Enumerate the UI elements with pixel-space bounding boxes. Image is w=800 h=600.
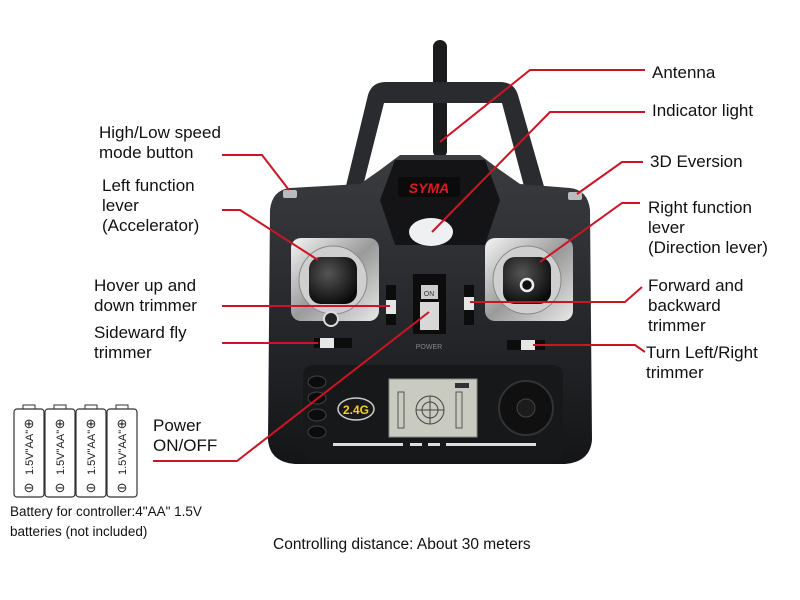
svg-text:⊖: ⊖ bbox=[86, 480, 97, 495]
turn-trimmer[interactable] bbox=[521, 340, 535, 350]
leader-indicator bbox=[431, 111, 645, 233]
leader-left-lever bbox=[222, 209, 319, 261]
ok-button[interactable] bbox=[516, 398, 536, 418]
3d-eversion-button[interactable] bbox=[568, 192, 582, 200]
leader-3d-eversion bbox=[576, 161, 643, 195]
speed-mode-button[interactable] bbox=[283, 190, 297, 198]
battery: ⊕ ⊖ 1.5V"AA" bbox=[106, 404, 138, 498]
leader-speed-button bbox=[222, 154, 290, 191]
battery-note: Battery for controller:4"AA" 1.5V batteri… bbox=[10, 502, 202, 542]
distance-note: Controlling distance: About 30 meters bbox=[273, 535, 531, 555]
svg-text:⊕: ⊕ bbox=[55, 416, 66, 431]
battery: ⊕ ⊖ 1.5V"AA" bbox=[13, 404, 45, 498]
label-line: lever bbox=[648, 218, 685, 237]
note-line: Battery for controller:4"AA" 1.5V bbox=[10, 504, 202, 519]
label-line: down trimmer bbox=[94, 296, 197, 315]
label-line: Power bbox=[153, 416, 202, 435]
leader-power bbox=[153, 311, 430, 462]
label-line: (Accelerator) bbox=[102, 216, 200, 235]
label-line: (Direction lever) bbox=[648, 238, 768, 257]
note-line: Controlling distance: About 30 meters bbox=[273, 536, 531, 553]
label-line: High/Low speed bbox=[99, 123, 221, 142]
svg-text:⊕: ⊕ bbox=[86, 416, 97, 431]
leader-antenna bbox=[439, 69, 645, 143]
leader-turn-trimmer bbox=[533, 344, 646, 353]
label-line: lever bbox=[102, 196, 139, 215]
label-line: trimmer bbox=[648, 316, 706, 335]
svg-text:1.5V"AA": 1.5V"AA" bbox=[24, 430, 36, 475]
label-line: Turn Left/Right bbox=[646, 343, 758, 362]
leader-fwd-trimmer bbox=[470, 286, 643, 303]
svg-text:⊖: ⊖ bbox=[55, 480, 66, 495]
power-switch[interactable] bbox=[420, 302, 439, 330]
svg-text:1.5V"AA": 1.5V"AA" bbox=[55, 430, 67, 475]
forward-backward-trimmer[interactable] bbox=[464, 297, 474, 310]
label-line: mode button bbox=[99, 143, 194, 162]
leader-lines bbox=[153, 69, 646, 462]
sideward-trimmer[interactable] bbox=[320, 338, 334, 348]
label-line: Antenna bbox=[652, 63, 716, 82]
svg-text:⊖: ⊖ bbox=[117, 480, 128, 495]
label-line: Sideward fly bbox=[94, 323, 187, 342]
handle bbox=[345, 82, 545, 190]
label-line: Right function bbox=[648, 198, 752, 217]
indicator-light bbox=[409, 218, 453, 246]
label-line: Left function bbox=[102, 176, 195, 195]
svg-text:⊕: ⊕ bbox=[117, 416, 128, 431]
svg-text:1.5V"AA": 1.5V"AA" bbox=[117, 430, 129, 475]
label-indicator-light: Indicator light bbox=[652, 101, 753, 121]
brand-logo: SYMA bbox=[409, 180, 449, 196]
label-line: Indicator light bbox=[652, 101, 754, 120]
label-line: Hover up and bbox=[94, 276, 197, 295]
switch-on-text: ON bbox=[424, 291, 435, 298]
svg-text:⊖: ⊖ bbox=[24, 480, 35, 495]
batteries: ⊕ ⊖ 1.5V"AA" ⊕ ⊖ 1.5V"AA" ⊕ ⊖ 1.5V"AA" ⊕… bbox=[13, 404, 138, 498]
label-line: trimmer bbox=[646, 363, 704, 382]
svg-text:1.5V"AA": 1.5V"AA" bbox=[86, 430, 98, 475]
label-antenna: Antenna bbox=[652, 63, 715, 83]
battery: ⊕ ⊖ 1.5V"AA" bbox=[75, 404, 107, 498]
label-line: Forward and bbox=[648, 276, 744, 295]
power-text: POWER bbox=[416, 344, 442, 351]
left-function-lever[interactable] bbox=[309, 257, 357, 304]
svg-text:⊕: ⊕ bbox=[24, 416, 35, 431]
label-3d-eversion: 3D Eversion bbox=[650, 152, 743, 172]
2-4g-badge: 2.4G bbox=[343, 403, 369, 417]
label-line: 3D Eversion bbox=[650, 152, 743, 171]
battery: ⊕ ⊖ 1.5V"AA" bbox=[44, 404, 76, 498]
note-line: batteries (not included) bbox=[10, 524, 148, 539]
label-line: backward bbox=[648, 296, 721, 315]
hover-trimmer[interactable] bbox=[386, 300, 396, 314]
leader-right-lever bbox=[539, 202, 640, 263]
label-line: ON/OFF bbox=[153, 436, 218, 455]
label-line: trimmer bbox=[94, 343, 152, 362]
